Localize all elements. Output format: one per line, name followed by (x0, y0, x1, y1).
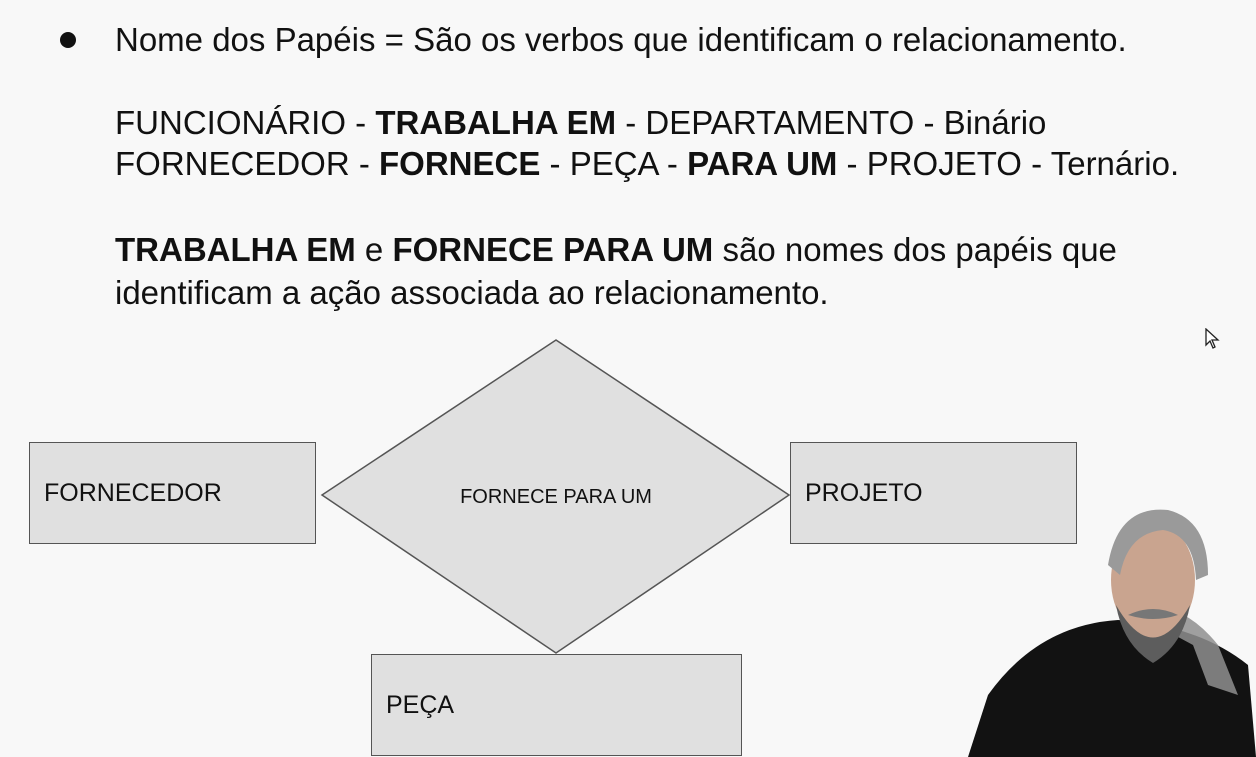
role-name: TRABALHA EM (375, 104, 617, 141)
separator: - (346, 104, 376, 141)
presenter-webcam (968, 495, 1256, 757)
summary-text: identificam a ação associada ao relacion… (115, 274, 829, 311)
entity-name: PROJETO (866, 145, 1022, 182)
degree-label: Binário (943, 104, 1047, 141)
summary-line-2: identificam a ação associada ao relacion… (115, 271, 829, 315)
separator: - (1021, 145, 1051, 182)
example-ternary: FORNECEDOR - FORNECE - PEÇA - PARA UM - … (115, 142, 1179, 186)
summary-line-1: TRABALHA EM e FORNECE PARA UM são nomes … (115, 228, 1117, 272)
entity-label: PEÇA (386, 690, 455, 719)
entity-name: FORNECEDOR (115, 145, 350, 182)
relationship-diamond (320, 339, 791, 654)
entity-label: FORNECEDOR (44, 478, 222, 507)
relationship-label: FORNECE PARA UM (460, 486, 652, 508)
separator: - (349, 145, 380, 182)
separator: - (914, 104, 944, 141)
conjunction: e (355, 231, 393, 268)
entity-name: PEÇA (569, 145, 658, 182)
presenter-image (968, 509, 1256, 757)
role-name: PARA UM (687, 145, 838, 182)
separator: - (540, 145, 570, 182)
role-name: TRABALHA EM (115, 231, 356, 268)
separator: - (837, 145, 867, 182)
entity-name: FUNCIONÁRIO (115, 104, 346, 141)
role-name: FORNECE (379, 145, 541, 182)
separator: - (657, 145, 688, 182)
summary-text: são nomes dos papéis que (713, 231, 1117, 268)
entity-name: DEPARTAMENTO (645, 104, 915, 141)
mouse-pointer-icon (1205, 328, 1220, 349)
example-binary: FUNCIONÁRIO - TRABALHA EM - DEPARTAMENTO… (115, 101, 1046, 145)
entity-label: PROJETO (805, 478, 923, 507)
bullet-text: Nome dos Papéis = São os verbos que iden… (115, 21, 1127, 58)
separator: - (616, 104, 646, 141)
entity-fornecedor: FORNECEDOR (29, 442, 316, 544)
degree-label: Ternário. (1050, 145, 1180, 182)
role-name: FORNECE PARA UM (392, 231, 714, 268)
entity-peca: PEÇA (371, 654, 742, 756)
entity-projeto: PROJETO (790, 442, 1077, 544)
bullet-dot-icon (60, 32, 76, 48)
